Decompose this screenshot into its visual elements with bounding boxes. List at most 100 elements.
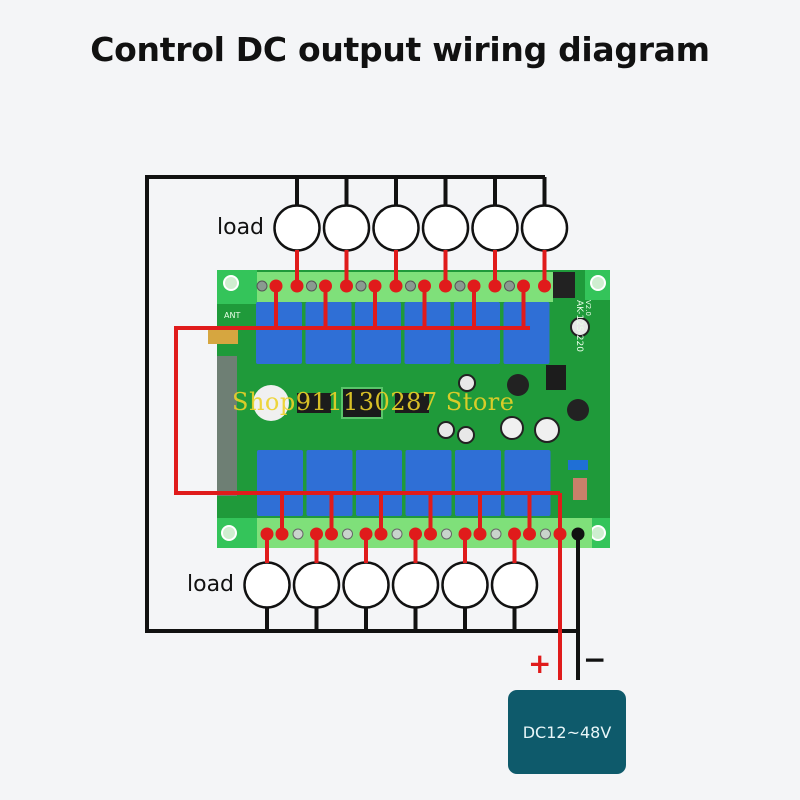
negative-symbol: − bbox=[583, 643, 607, 676]
top-loads bbox=[273, 204, 569, 252]
positive-symbol: + bbox=[528, 647, 552, 680]
terminal-dot bbox=[508, 527, 521, 541]
relay bbox=[355, 302, 401, 364]
dc-power-supply: DC12~48V bbox=[508, 690, 626, 774]
load-circle bbox=[292, 561, 341, 609]
bottom-loads bbox=[243, 561, 539, 609]
terminal-screw bbox=[355, 280, 367, 292]
capacitor bbox=[457, 426, 475, 444]
positive-bus bbox=[174, 326, 562, 680]
power-supply-label: DC12~48V bbox=[522, 722, 612, 742]
terminal-dot bbox=[359, 527, 373, 541]
diagram-title: Control DC output wiring diagram bbox=[90, 30, 710, 69]
terminal-dot bbox=[290, 279, 304, 293]
top-load-label: load bbox=[217, 215, 265, 240]
terminal-dot bbox=[374, 527, 388, 541]
terminal-dot bbox=[319, 279, 332, 293]
terminal-screw bbox=[342, 528, 353, 540]
terminal-screw bbox=[256, 280, 268, 292]
relay bbox=[257, 450, 303, 516]
board-version-label: V2.0 bbox=[584, 300, 592, 316]
mount-hole bbox=[590, 525, 606, 541]
terminal-dot bbox=[473, 527, 487, 541]
terminal-dot bbox=[340, 279, 353, 293]
capacitor bbox=[570, 317, 590, 337]
terminal-dot bbox=[458, 527, 472, 541]
terminal-dot bbox=[424, 527, 437, 541]
relay bbox=[455, 450, 501, 516]
terminal-screw bbox=[391, 528, 403, 540]
terminal-dot bbox=[418, 279, 431, 293]
load-circle bbox=[490, 561, 539, 609]
mount-hole bbox=[223, 275, 239, 291]
load-circle bbox=[243, 561, 291, 609]
relay-wires bbox=[260, 177, 551, 631]
terminal-dot bbox=[523, 527, 536, 541]
load-circle bbox=[322, 204, 371, 252]
terminal-screws bbox=[256, 280, 551, 540]
terminal-dot bbox=[467, 279, 481, 293]
board-model-label: AK-12S-220 bbox=[574, 300, 584, 352]
terminal-screw bbox=[405, 280, 416, 292]
push-button bbox=[553, 272, 575, 298]
terminal-dot bbox=[538, 279, 551, 293]
load-circle bbox=[471, 204, 519, 252]
load-circle bbox=[372, 204, 420, 252]
terminal-screw bbox=[454, 280, 466, 292]
rf-module bbox=[217, 356, 237, 496]
terminal-dot bbox=[260, 527, 274, 541]
terminal-dot bbox=[488, 279, 502, 293]
terminal-screw bbox=[540, 528, 551, 540]
terminal-dot bbox=[368, 279, 382, 293]
terminal-dot bbox=[275, 527, 289, 541]
red-common-bus bbox=[174, 326, 560, 495]
bottom-relay-row bbox=[257, 450, 551, 516]
terminal-dot bbox=[409, 527, 422, 541]
load-circle bbox=[520, 204, 569, 252]
terminal-screw bbox=[490, 528, 502, 540]
blue-capacitor bbox=[568, 460, 588, 470]
bottom-load-label: load bbox=[187, 572, 235, 597]
ic-chip bbox=[297, 393, 331, 413]
terminal-dot bbox=[310, 527, 323, 541]
terminal-dot bbox=[269, 279, 283, 293]
load-circle bbox=[421, 204, 470, 252]
terminal-dot bbox=[517, 279, 530, 293]
relay bbox=[504, 450, 551, 516]
load-circle bbox=[391, 561, 440, 609]
watermark: Shop911130287 Store bbox=[232, 388, 515, 416]
inductor bbox=[567, 399, 589, 421]
relay-board bbox=[208, 270, 610, 548]
positive-terminal-dot bbox=[553, 527, 567, 541]
terminal-screw bbox=[292, 528, 304, 540]
terminal-dot bbox=[325, 527, 338, 541]
terminal-dot bbox=[439, 279, 452, 293]
load-circle bbox=[441, 561, 489, 609]
ic-chip bbox=[395, 393, 429, 413]
relay bbox=[503, 302, 550, 364]
antenna-label: ANT bbox=[224, 311, 241, 320]
regulator bbox=[546, 365, 566, 390]
relay bbox=[256, 302, 302, 364]
capacitor bbox=[437, 421, 455, 439]
antenna-connector bbox=[208, 330, 238, 344]
relay bbox=[356, 450, 402, 516]
fuse bbox=[573, 478, 587, 500]
capacitor bbox=[534, 417, 560, 443]
capacitor bbox=[458, 374, 476, 392]
main-ic bbox=[341, 387, 383, 419]
relay bbox=[454, 302, 500, 364]
inductor bbox=[507, 374, 529, 396]
buzzer bbox=[253, 385, 289, 421]
relay bbox=[405, 450, 452, 516]
relay bbox=[404, 302, 451, 364]
terminal-dot bbox=[389, 279, 403, 293]
terminal-screw bbox=[441, 528, 452, 540]
top-relay-row bbox=[256, 302, 550, 364]
mount-hole bbox=[590, 275, 606, 291]
relay bbox=[305, 302, 352, 364]
mount-hole bbox=[221, 525, 237, 541]
capacitor bbox=[500, 416, 524, 440]
terminal-screw bbox=[306, 280, 317, 292]
